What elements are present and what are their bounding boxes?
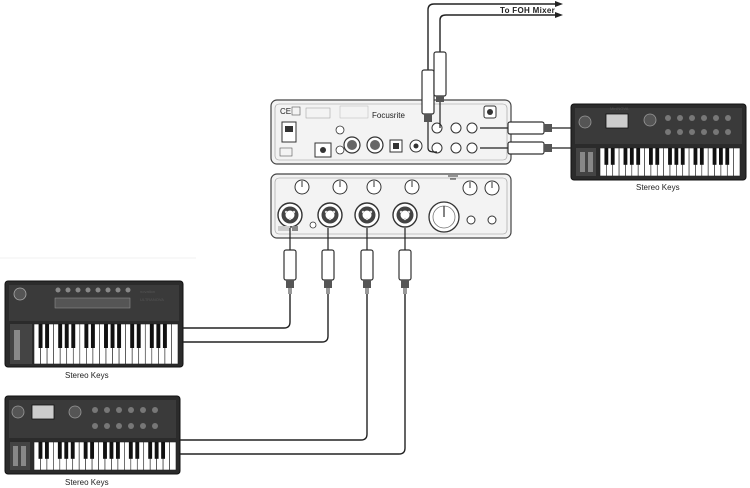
brand-label: Focusrite [372, 111, 405, 120]
right-stereo-keyboard: MiniNOVA [570, 103, 747, 181]
right-keyboard-cables [480, 121, 572, 155]
middle-maker-label: novation [140, 289, 155, 294]
middle-stereo-keyboard: novation ULTRANOVA [4, 280, 184, 368]
foh-output-cables [421, 1, 563, 153]
middle-keyboard-label: Stereo Keys [65, 371, 109, 380]
middle-brand-label: ULTRANOVA [140, 297, 164, 302]
input-cables [180, 228, 412, 455]
bottom-keyboard-label: Stereo Keys [65, 478, 109, 487]
right-minilogo: MiniNOVA [610, 106, 629, 111]
bottom-stereo-keyboard [4, 395, 181, 475]
interface-front-panel [270, 173, 512, 239]
right-keyboard-label: Stereo Keys [636, 183, 680, 192]
svg-text:CE: CE [280, 107, 291, 116]
interface-rear-panel: CE Focusrite [270, 99, 512, 165]
foh-mixer-label: To FOH Mixer [500, 6, 555, 15]
